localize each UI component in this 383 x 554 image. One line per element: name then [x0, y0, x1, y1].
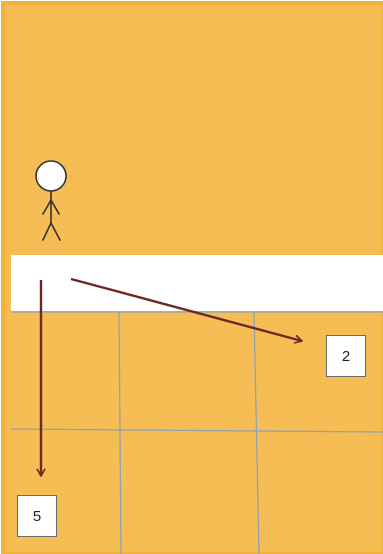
grid-line-horizontal-middle [10, 428, 383, 433]
arrows [41, 277, 302, 476]
figure-arm-left [42, 199, 52, 215]
figure-arm-right [50, 199, 60, 215]
grid-line-vertical-left [118, 311, 122, 554]
arrow-right [70, 277, 302, 341]
grid-line-vertical-right [253, 311, 260, 554]
figure-leg-right [50, 222, 61, 241]
target-box-right: 2 [326, 335, 366, 377]
path-strip [11, 255, 383, 311]
target-box-bottom: 5 [17, 495, 57, 537]
figure-head [35, 160, 67, 192]
figure-leg-left [42, 222, 52, 241]
stick-figure-icon [35, 160, 67, 241]
